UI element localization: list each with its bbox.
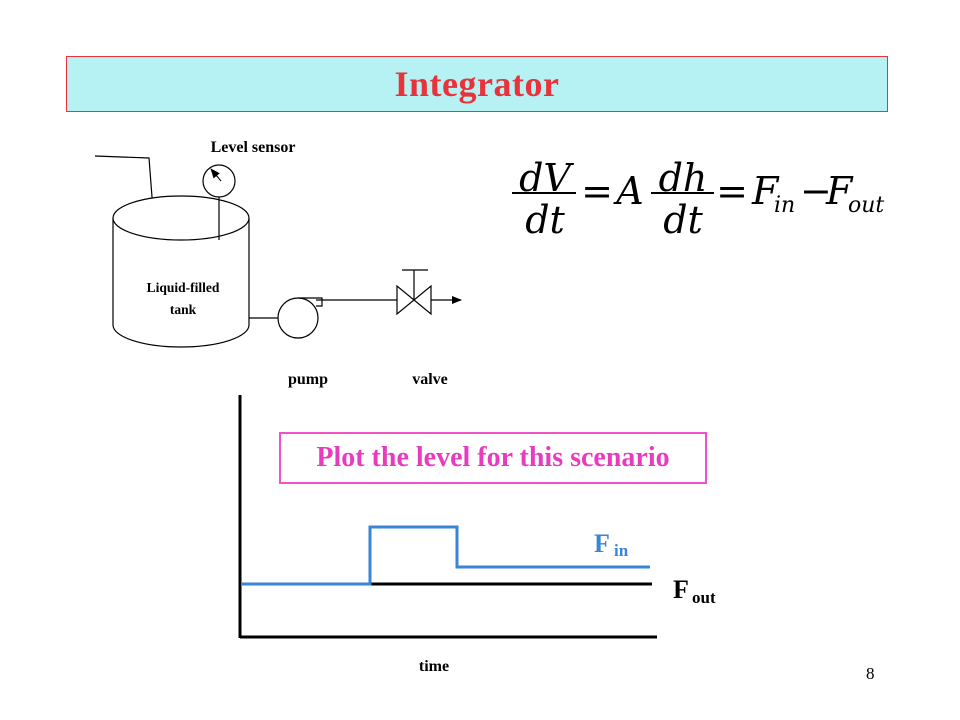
svg-text:A: A (613, 169, 643, 213)
level-sensor-label: Level sensor (211, 139, 296, 156)
fout-label: F out (673, 575, 716, 607)
svg-text:in: in (614, 541, 629, 560)
title-banner: Integrator (66, 56, 888, 112)
slide-number: 8 (866, 664, 875, 683)
fin-line (241, 525, 650, 586)
svg-text:out: out (848, 193, 884, 218)
level-sensor-icon (202, 164, 236, 240)
fin-label: F in (594, 529, 629, 560)
scenario-prompt-box: Plot the level for this scenario (279, 432, 707, 484)
tank-label-line2: tank (170, 302, 197, 317)
svg-text:F: F (751, 169, 780, 213)
inlet-pipe (94, 155, 157, 211)
scenario-prompt: Plot the level for this scenario (316, 442, 670, 473)
svg-text:−: − (800, 169, 832, 213)
svg-text:dt: dt (663, 198, 703, 242)
svg-text:out: out (692, 588, 716, 607)
liquid-filled-tank (112, 195, 250, 348)
mass-balance-equation: dV dt = A dh dt = F in − F out (512, 156, 884, 242)
svg-text:F: F (594, 529, 610, 558)
svg-text:=: = (581, 169, 613, 213)
time-axis-label: time (419, 658, 449, 675)
svg-text:=: = (716, 169, 748, 213)
svg-text:F: F (673, 575, 689, 604)
svg-text:in: in (774, 193, 795, 218)
pump-label: pump (288, 371, 328, 388)
pump-icon (277, 297, 323, 339)
slide-title: Integrator (394, 64, 560, 104)
svg-text:dt: dt (525, 198, 565, 242)
svg-text:F: F (825, 169, 854, 213)
valve-icon (396, 269, 432, 316)
tank-label-line1: Liquid-filled (147, 280, 220, 295)
valve-label: valve (412, 371, 448, 388)
